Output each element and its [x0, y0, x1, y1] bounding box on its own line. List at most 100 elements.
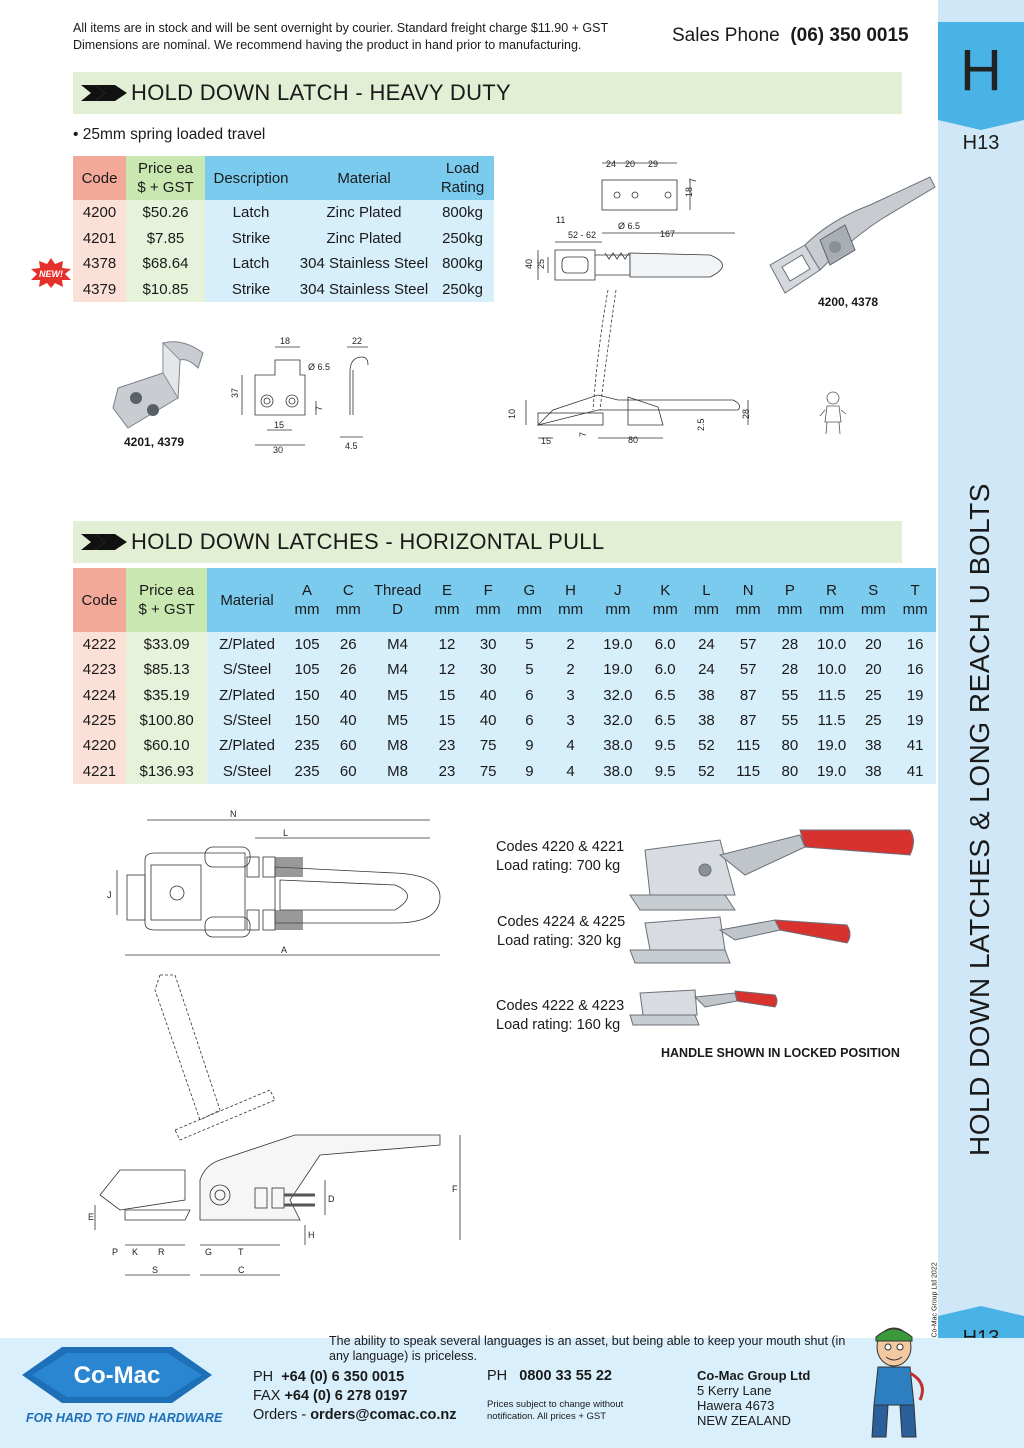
table-cell: 12	[426, 632, 468, 658]
orders-email-link[interactable]: orders@comac.co.nz	[310, 1407, 457, 1423]
table-cell: S/Steel	[207, 657, 287, 683]
company-name: Co-Mac Group Ltd	[697, 1368, 811, 1383]
table-cell: 55	[769, 707, 811, 734]
table-cell: 4225	[73, 707, 126, 734]
cell-material: 304 Stainless Steel	[297, 276, 431, 302]
dim-label: J	[107, 890, 112, 900]
table-cell: 38	[852, 758, 895, 784]
cell-load: 250kg	[431, 225, 494, 251]
locked-position-caption: HANDLE SHOWN IN LOCKED POSITION	[661, 1046, 900, 1060]
table-cell: Z/Plated	[207, 733, 287, 759]
dim-label: S	[152, 1265, 158, 1275]
freephone-link[interactable]: 0800 33 55 22	[519, 1368, 612, 1384]
table-cell: 75	[467, 758, 509, 784]
product-codes: Codes 4224 & 4225	[497, 914, 626, 930]
table-cell: M4	[369, 657, 427, 683]
table-cell: 105	[286, 632, 328, 658]
strike-dimension-drawing: 18 22 Ø 6.5 37 7 15 30 4.5	[230, 336, 369, 455]
table-cell: $85.13	[125, 657, 208, 683]
table-cell: 9	[508, 733, 551, 759]
table-cell: 55	[769, 682, 811, 708]
dim-label: T	[238, 1247, 244, 1257]
table-cell: 40	[467, 682, 509, 708]
table-cell: 38	[852, 733, 895, 759]
col-header-load: Load Rating	[431, 156, 494, 200]
table-cell: 60	[327, 758, 370, 784]
product-codes: Codes 4220 & 4221	[496, 839, 625, 855]
table-cell: 25	[852, 682, 895, 708]
table-cell: 52	[685, 758, 728, 784]
freephone-label: PH	[487, 1368, 508, 1384]
table-cell: 5	[508, 632, 551, 658]
sales-label: Sales Phone	[672, 25, 780, 46]
tab-notch-decoration-bottom	[938, 1306, 1024, 1316]
table-cell: 15	[426, 682, 468, 708]
cell-description: Latch	[205, 200, 297, 226]
caption-latch: 4200, 4378	[818, 295, 879, 309]
vertical-section-title: HOLD DOWN LATCHES & LONG REACH U BOLTS	[964, 483, 995, 1156]
address-line: 5 Kerry Lane	[697, 1383, 772, 1398]
table-cell: M5	[369, 707, 427, 734]
footer-quote: The ability to speak several languages i…	[329, 1334, 846, 1363]
dim-label: 15	[541, 436, 551, 446]
toggle-clamp-photos	[629, 829, 914, 1026]
sales-phone-number[interactable]: (06) 350 0015	[790, 25, 909, 46]
product-caption: Codes 4224 & 4225 Load rating: 320 kg	[497, 913, 625, 951]
table-cell: 26	[327, 632, 370, 658]
dim-label: K	[132, 1247, 138, 1257]
dim-label: D	[328, 1194, 335, 1204]
table-cell: 4223	[73, 657, 126, 683]
table-header-row: Code Price ea $ + GST Description Materi…	[73, 156, 494, 200]
cartoon-figure-icon	[819, 391, 847, 435]
dim-label: 52 - 62	[568, 230, 596, 240]
sidebar-background	[938, 0, 1024, 1338]
comac-logo[interactable]: Co-Mac	[22, 1345, 212, 1405]
new-badge-icon: NEW!	[31, 258, 71, 288]
table-cell: S/Steel	[207, 707, 287, 734]
horizontal-pull-side-drawing: F E D H P K R S G T C	[88, 974, 461, 1276]
freephone: PH 0800 33 55 22	[487, 1368, 612, 1384]
cell-material: 304 Stainless Steel	[297, 251, 431, 277]
tab-notch-decoration	[938, 120, 1024, 130]
dim-label: 37	[230, 388, 240, 398]
table-cell: 11.5	[810, 707, 853, 734]
table-cell: 4222	[73, 632, 126, 658]
col-header-code: Code	[73, 156, 126, 200]
table-cell: 6.5	[644, 707, 686, 734]
dim-label: 24	[606, 159, 616, 169]
horizontal-pull-top-drawing: N L J A	[107, 809, 441, 956]
table-cell: 75	[467, 733, 509, 759]
arrow-icon	[81, 534, 127, 550]
table-cell: 9.5	[644, 733, 686, 759]
table-cell: 20	[852, 657, 895, 683]
table-cell: 52	[685, 733, 728, 759]
cell-code: 4379	[73, 276, 126, 302]
table-cell: Z/Plated	[207, 632, 287, 658]
latch-photo	[769, 176, 936, 294]
dim-label: 7	[314, 406, 324, 411]
product-load: Load rating: 160 kg	[496, 1017, 621, 1033]
table-cell: $60.10	[125, 733, 208, 759]
table-cell: 235	[286, 758, 328, 784]
dim-label: 30	[273, 445, 283, 455]
table-cell: 19.0	[810, 733, 853, 759]
col-header-material: Material	[297, 156, 431, 200]
table-cell: 26	[327, 657, 370, 683]
table-cell: 15	[426, 707, 468, 734]
section-letter-tab: H	[938, 22, 1024, 120]
table-cell: 115	[727, 733, 770, 759]
dim-label: 40	[524, 259, 534, 269]
dim-label: G	[205, 1247, 212, 1257]
table-cell: 235	[286, 733, 328, 759]
table-cell: 23	[426, 758, 468, 784]
phone-link[interactable]: +64 (0) 6 350 0015	[281, 1369, 405, 1385]
